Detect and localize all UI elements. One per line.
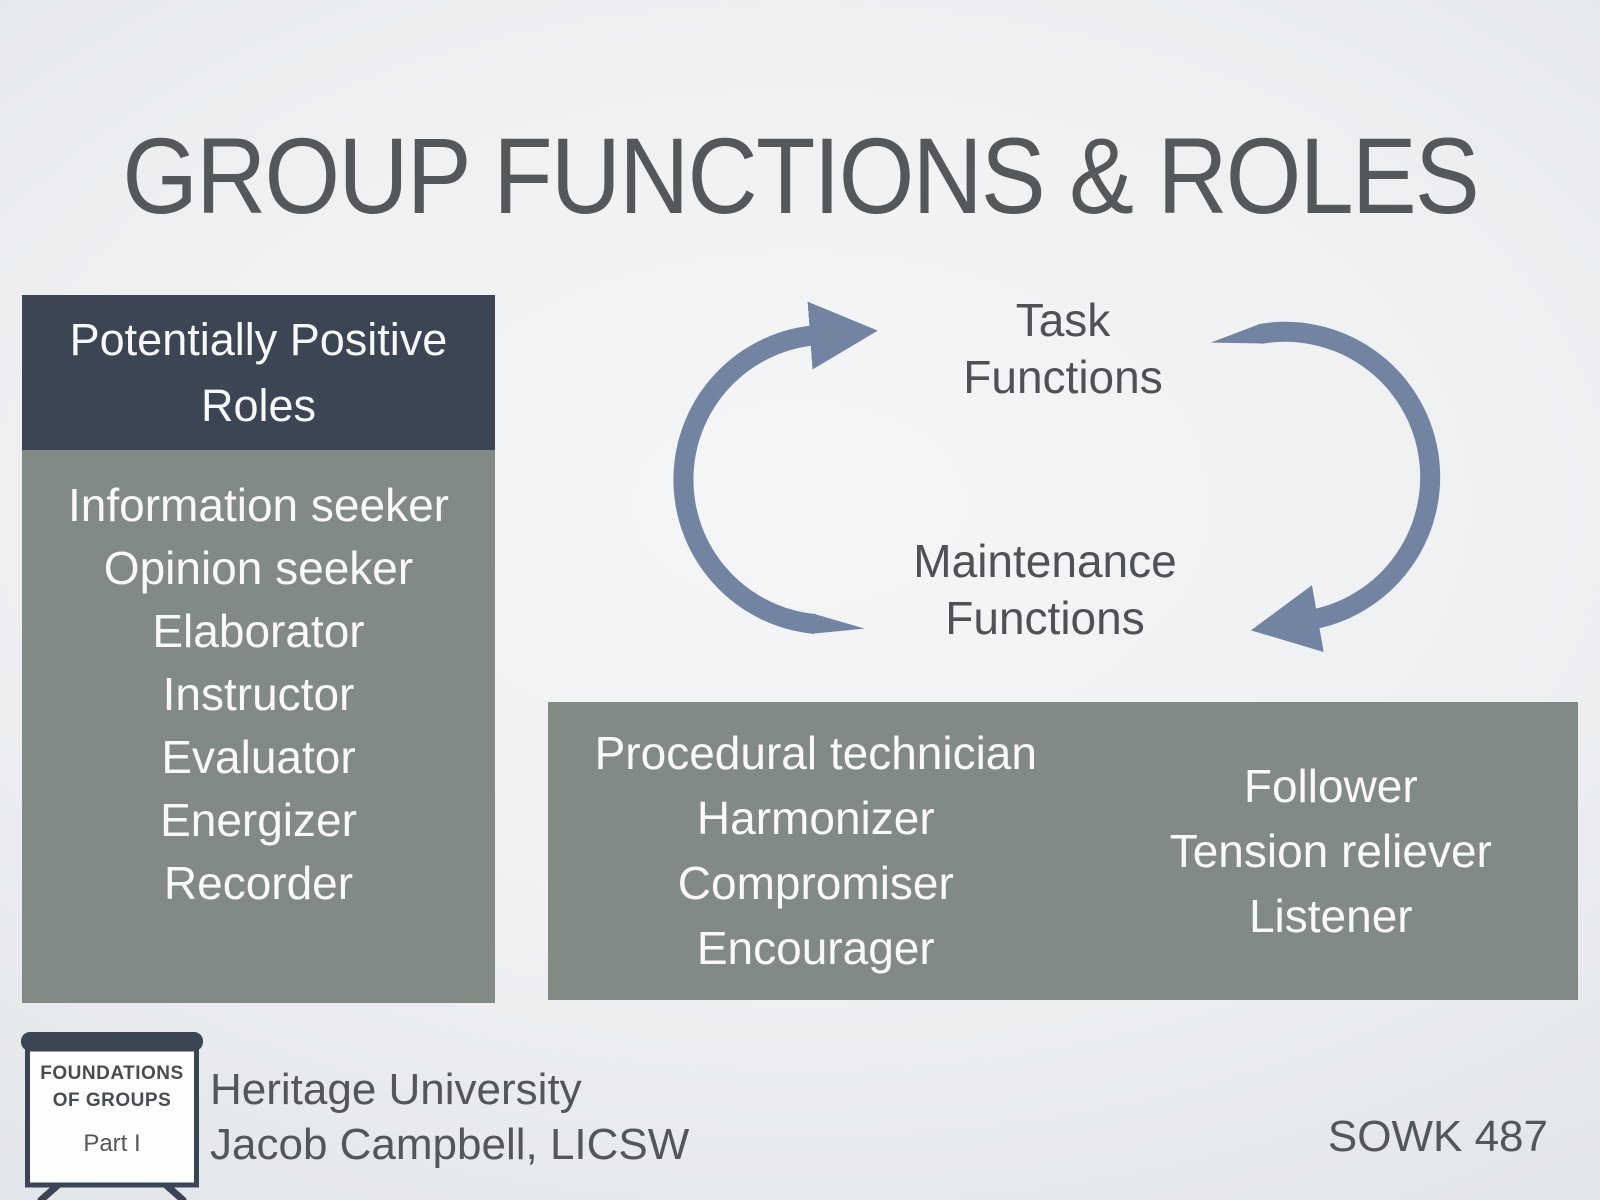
list-item: Tension reliever [1169,824,1492,877]
list-item: Encourager [696,922,935,974]
badge-series-title: FOUNDATIONS OF GROUPS [40,1063,184,1111]
list-item: Energizer [160,794,357,846]
badge-part-label: Part I [83,1130,141,1157]
series-badge: FOUNDATIONS OF GROUPS Part I [13,1026,213,1200]
list-item: Listener [1248,889,1413,942]
list-item: Opinion seeker [103,542,414,594]
positive-roles-header: Potentially Positive Roles [22,295,495,450]
positive-roles-panel: Potentially Positive Roles Information s… [22,295,495,1003]
cycle-arrow-left-icon [673,301,878,634]
cycle-arrows-diagram [673,301,1441,653]
flipchart-easel-icon [21,1032,203,1200]
list-item: Elaborator [152,605,365,657]
maintenance-roles-left-column: Procedural technician Harmonizer Comprom… [548,702,1084,1000]
positive-roles-body: Information seeker Opinion seeker Elabor… [22,450,495,1003]
page-title: GROUP FUNCTIONS & ROLES [122,115,1479,236]
task-functions-label: Task Functions [963,294,1163,403]
list-item: Instructor [162,668,355,720]
list-item: Procedural technician [594,727,1037,779]
institution-name: Heritage University [210,1065,582,1114]
list-item: Recorder [163,857,354,909]
list-item: Information seeker [68,479,449,531]
list-item: Evaluator [161,731,356,783]
maintenance-roles-panel: Procedural technician Harmonizer Comprom… [548,702,1578,1000]
title-area: GROUP FUNCTIONS & ROLES [0,108,1600,244]
footer-credits: Heritage University Jacob Campbell, LICS… [210,1062,689,1172]
list-item: Harmonizer [696,792,935,844]
cycle-arrow-right-icon [1210,321,1441,653]
author-name: Jacob Campbell, LICSW [210,1120,690,1169]
course-code: SOWK 487 [1327,1112,1548,1161]
list-item: Follower [1243,759,1418,812]
maintenance-functions-label: Maintenance Functions [913,535,1177,644]
list-item: Compromiser [677,857,954,909]
maintenance-roles-right-column: Follower Tension reliever Listener [1084,702,1578,1000]
positive-roles-list: Information seeker Opinion seeker Elabor… [22,474,495,915]
